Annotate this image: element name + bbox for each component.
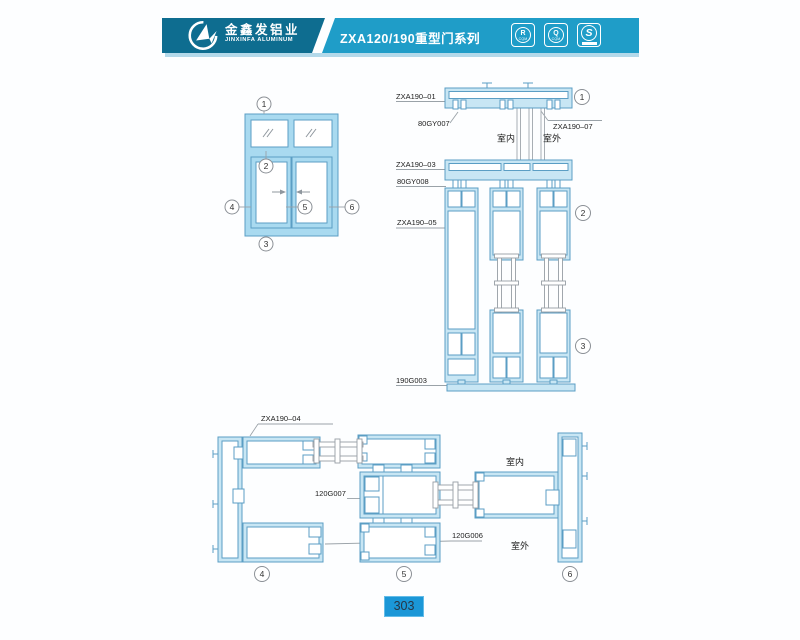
label-head-gasket: 80GY007 — [418, 119, 450, 128]
middle-rail-profiles — [359, 471, 559, 519]
elevation-diagram: 1 2 3 4 5 6 — [224, 96, 360, 252]
label-sash-profile: ZXA190–05 — [397, 218, 437, 227]
balloon-5: 5 — [396, 566, 412, 582]
svg-text:5: 5 — [402, 569, 407, 579]
right-jamb-profile — [545, 432, 588, 563]
indoor-label: 室内 — [497, 133, 515, 144]
svg-text:1: 1 — [262, 99, 267, 109]
label-glazing-bead: ZXA190–07 — [553, 122, 593, 131]
outdoor-label: 室外 — [543, 133, 561, 144]
balloon-3: 3 — [258, 236, 274, 252]
svg-text:4: 4 — [230, 202, 235, 212]
transom-profile — [444, 159, 573, 190]
svg-text:6: 6 — [568, 569, 573, 579]
cqm-r-cert-icon: R CQM — [511, 23, 535, 47]
bottom-track-profile — [446, 379, 576, 392]
header-banner: 金鑫发铝业 JINXINFA ALUMINUM ZXA120/190重型门系列 … — [162, 18, 639, 57]
horizontal-section-diagram: ZXA190–04 120G007 120G006 室内 室外 4 5 6 — [212, 414, 588, 582]
label-frame-profile: ZXA190–04 — [261, 414, 301, 423]
company-name: 金鑫发铝业 JINXINFA ALUMINUM — [225, 23, 300, 44]
glass-clamp-middle-row — [432, 481, 479, 509]
svg-text:2: 2 — [264, 161, 269, 171]
balloon-4: 4 — [254, 566, 270, 582]
header-underline-strip — [165, 53, 639, 57]
label-bottom-track: 190G003 — [396, 376, 427, 385]
glass-clamp-top-row — [312, 438, 364, 464]
cqm-r-circle: R CQM — [515, 27, 531, 43]
svg-text:3: 3 — [264, 239, 269, 249]
s-cert-icon: S — [577, 23, 601, 47]
company-name-cn: 金鑫发铝业 — [225, 23, 301, 37]
svg-text:2: 2 — [581, 208, 586, 218]
slide-direction-arrows — [272, 189, 310, 195]
certification-icons: R CQM Q CQM S — [511, 23, 601, 47]
right-sash-profile — [536, 187, 571, 383]
cqm-q-cert-icon: Q CQM — [544, 23, 568, 47]
label-leader-lines — [396, 101, 602, 386]
label-glass-clamp-upper: 120G007 — [315, 489, 346, 498]
company-name-en: JINXINFA ALUMINUM — [225, 37, 294, 43]
down-right-arrow-icon: ↘ — [465, 35, 474, 46]
s-cert-text-strip — [581, 42, 597, 45]
balloon-5: 5 — [297, 199, 313, 215]
label-transom-profile: ZXA190–03 — [396, 160, 436, 169]
middle-sash-profile — [489, 187, 524, 383]
bottom-rail-profiles — [242, 522, 441, 563]
left-sash-profile — [444, 187, 479, 383]
label-glass-clamp-lower: 120G006 — [452, 531, 483, 540]
vertical-section-diagram: ZXA190–01 80GY007 ZXA190–07 ZXA190–03 80… — [396, 82, 602, 392]
cqm-q-circle: Q CQM — [548, 27, 564, 43]
glass-pane-lines — [516, 108, 545, 160]
head-profile — [444, 82, 573, 110]
balloon-1: 1 — [256, 96, 272, 112]
glass-hatch-marks — [262, 128, 317, 138]
page-number-badge: 303 — [384, 596, 424, 617]
series-title: ZXA120/190重型门系列 — [340, 32, 481, 46]
top-rail-profiles — [242, 434, 441, 469]
balloon-2: 2 — [575, 205, 591, 221]
svg-text:4: 4 — [260, 569, 265, 579]
company-logo-icon — [188, 21, 218, 50]
balloon-6: 6 — [344, 199, 360, 215]
balloon-3: 3 — [575, 338, 591, 354]
outdoor-label: 室外 — [511, 540, 529, 551]
glass-clamp-middle-column — [494, 253, 519, 313]
balloon-2: 2 — [258, 158, 274, 174]
balloon-6: 6 — [562, 566, 578, 582]
indoor-label: 室内 — [506, 456, 524, 467]
label-transom-gasket: 80GY008 — [397, 177, 429, 186]
svg-text:1: 1 — [580, 92, 585, 102]
balloon-1: 1 — [574, 89, 590, 105]
label-head-profile: ZXA190–01 — [396, 92, 436, 101]
glass-clamp-right-column — [541, 253, 566, 313]
left-jamb-profile — [212, 436, 247, 563]
s-cert-circle: S — [581, 25, 597, 42]
svg-text:5: 5 — [303, 202, 308, 212]
svg-text:6: 6 — [350, 202, 355, 212]
balloon-4: 4 — [224, 199, 240, 215]
window-frame — [244, 113, 339, 237]
svg-text:3: 3 — [581, 341, 586, 351]
